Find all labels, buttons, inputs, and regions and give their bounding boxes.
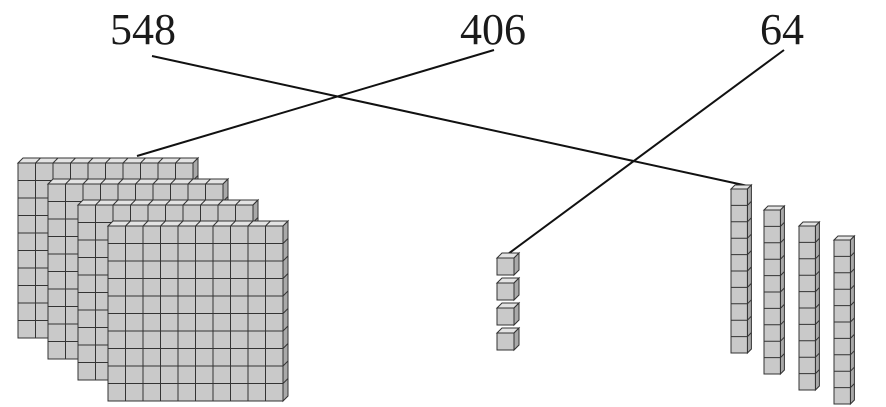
number-label-406: 406 [460, 5, 526, 54]
unit-cube-4 [495, 326, 521, 352]
number-label-64: 64 [760, 5, 804, 54]
unit-cube-1 [495, 251, 521, 277]
leader-line-64 [507, 49, 785, 255]
unit-cube-3 [495, 301, 521, 327]
unit-cube-2 [495, 276, 521, 302]
tens-rod-3 [797, 220, 821, 392]
unit-cubes-group [495, 251, 521, 352]
hundreds-flat-4 [106, 219, 290, 403]
tens-rod-1 [729, 183, 753, 355]
leader-line-406 [136, 49, 495, 157]
hundreds-flats-group [16, 156, 290, 403]
tens-rods-group [729, 183, 856, 406]
tens-rod-2 [762, 204, 786, 376]
tens-rod-4 [832, 234, 856, 406]
leader-line-548 [151, 55, 749, 187]
number-label-548: 548 [110, 5, 176, 54]
